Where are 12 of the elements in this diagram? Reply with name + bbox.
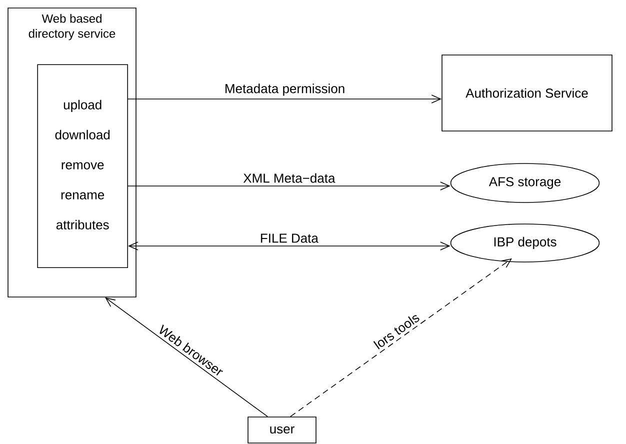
arrow xyxy=(128,182,450,190)
process-box: Authorization Service xyxy=(442,54,612,132)
edge-label: XML Meta−data xyxy=(243,173,336,183)
arrow xyxy=(128,242,450,250)
edge-label: lors tools xyxy=(373,315,420,350)
process-box: user xyxy=(248,416,316,444)
process-box: upload download remove rename attributes xyxy=(37,64,128,268)
arrow xyxy=(105,297,268,417)
edge-label: FILE Data xyxy=(260,234,318,243)
edge-label: Metadata permission xyxy=(226,84,344,96)
arrow xyxy=(128,94,442,104)
arrow xyxy=(290,258,512,417)
